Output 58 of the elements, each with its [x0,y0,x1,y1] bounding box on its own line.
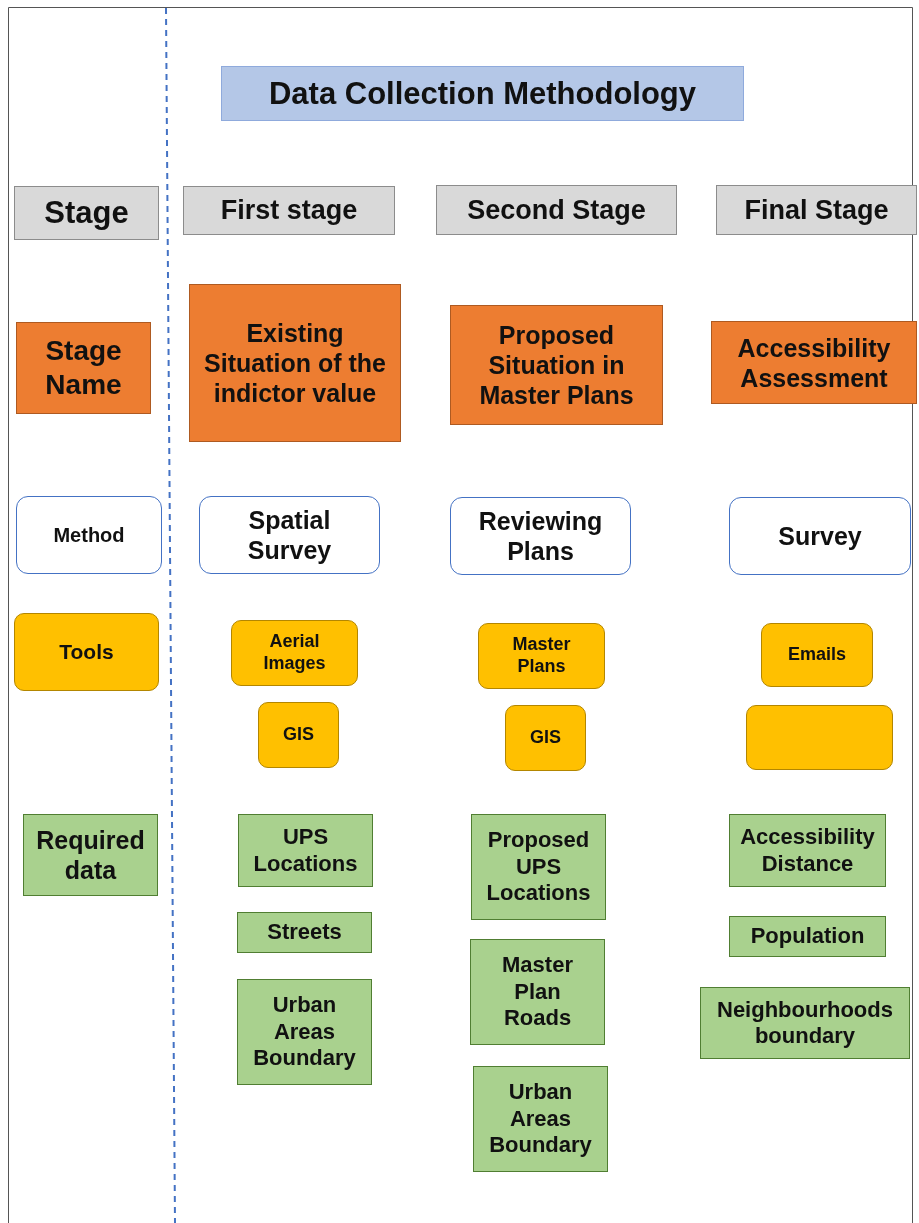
box-label: Stage Name [44,334,123,402]
stage-header [716,185,917,235]
data-box [237,979,372,1085]
data-box [473,1066,608,1172]
box-label: Reviewing Plans [477,506,604,566]
box-label: Urban Areas Boundary [488,1079,593,1159]
box-label: Stage [44,194,129,232]
tool-box [761,623,873,687]
method-box [729,497,911,575]
data-box [237,912,372,953]
tool-box [258,702,339,768]
method-box [16,496,162,574]
box-label: First stage [220,194,358,227]
stage-header [436,185,677,235]
box-label: Accessibility Distance [739,824,876,877]
stage-header [14,186,159,240]
data-box [470,939,605,1045]
box-label: Streets [267,919,342,946]
data-box [729,814,886,887]
stage-name-box [450,305,663,425]
box-label: Second Stage [467,193,646,227]
box-label: Urban Areas Boundary [252,992,357,1072]
tool-box [505,705,586,771]
box-label: Existing Situation of the indictor value [203,318,387,408]
stage-name-box [189,284,401,442]
title: Data Collection Methodology [221,66,744,121]
stage-header [183,186,395,235]
box-label: Survey [778,521,862,551]
box-label: Tools [59,639,114,665]
box-label: Neighbourhoods boundary [716,996,894,1050]
method-box [199,496,380,574]
method-box [450,497,631,575]
box-label: Spatial Survey [246,505,333,565]
tool-box [746,705,893,770]
box-label: Required data [35,825,146,885]
box-label: GIS [530,727,561,749]
data-box [700,987,910,1059]
stage-name-box [16,322,151,414]
box-label: Population [750,923,865,950]
data-box [23,814,158,896]
data-box [729,916,886,957]
box-label: Proposed Situation in Master Plans [478,320,635,410]
tool-box [14,613,159,691]
data-box [471,814,606,920]
data-box [238,814,373,887]
box-label: Proposed UPS Locations [485,827,592,907]
tool-box [478,623,605,689]
stage-name-box [711,321,917,404]
box-label: Final Stage [744,193,889,227]
box-label: Accessibility Assessment [736,332,892,393]
box-label: Emails [787,644,846,666]
box-label: Master Plans [511,634,572,678]
box-label: UPS Locations [252,824,359,877]
tool-box [231,620,358,686]
box-label: Method [53,523,125,547]
box-label: Master Plan Roads [501,952,574,1032]
box-label: GIS [283,724,314,746]
box-label: Aerial Images [262,631,327,675]
